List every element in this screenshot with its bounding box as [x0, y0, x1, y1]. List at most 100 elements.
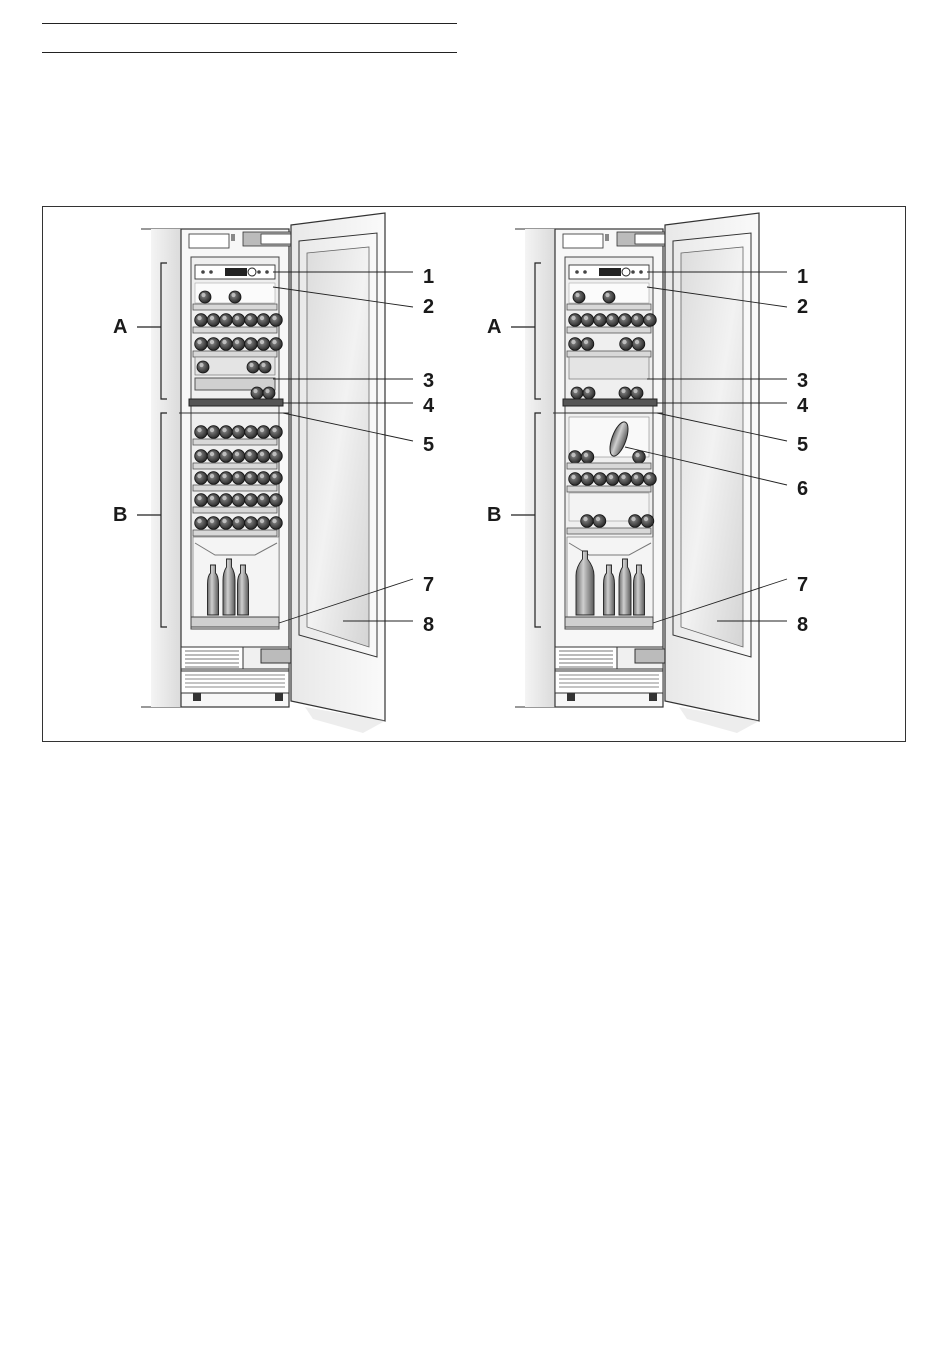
bottle-highlight: [573, 389, 577, 393]
callout-4: 4: [423, 395, 435, 417]
bottle-end: [232, 338, 245, 351]
foot: [193, 693, 201, 701]
bottle-end: [619, 473, 632, 486]
bottle-highlight: [210, 452, 214, 456]
bottle-end: [245, 472, 258, 485]
callout-8: 8: [423, 614, 434, 636]
bottle-end: [593, 515, 606, 528]
bottle-end: [619, 387, 631, 399]
foot: [275, 693, 283, 701]
zone-label-b: B: [113, 504, 127, 526]
bottle-highlight: [260, 496, 264, 500]
bottle-highlight: [235, 428, 239, 432]
bottle-end: [245, 494, 258, 507]
bottle-end: [232, 494, 245, 507]
bottle-end: [581, 451, 594, 464]
bottle-end: [207, 494, 220, 507]
bottle-highlight: [631, 517, 635, 521]
bottle-highlight: [197, 474, 201, 478]
bottle-highlight: [571, 453, 575, 457]
indicator: [231, 234, 235, 241]
bottle-highlight: [197, 428, 201, 432]
bottle-highlight: [646, 316, 650, 320]
bottle-end: [619, 314, 632, 327]
bottle-highlight: [260, 340, 264, 344]
bottle-end: [581, 515, 594, 528]
bottle-highlight: [260, 428, 264, 432]
bottle-highlight: [646, 475, 650, 479]
bottle-end: [251, 387, 263, 399]
bottle-highlight: [272, 340, 276, 344]
bottle-highlight: [622, 340, 626, 344]
bottle-highlight: [222, 519, 226, 523]
bottle-highlight: [272, 452, 276, 456]
bottle-highlight: [222, 452, 226, 456]
callout-1: 1: [797, 266, 808, 288]
bottle-end: [569, 473, 582, 486]
button-dot: [201, 270, 205, 274]
bottle-end: [620, 338, 633, 351]
bottle-highlight: [635, 453, 639, 457]
callout-7: 7: [797, 574, 808, 596]
bottle-highlight: [596, 316, 600, 320]
bottle-end: [270, 426, 283, 439]
zone-label-b: B: [487, 504, 501, 526]
bottle-highlight: [253, 389, 257, 393]
bottle-highlight: [235, 316, 239, 320]
bottle-end: [633, 451, 646, 464]
bottle-highlight: [222, 428, 226, 432]
bottle-end: [270, 450, 283, 463]
bottle-highlight: [247, 452, 251, 456]
bottle-end: [569, 451, 582, 464]
bottle-end: [220, 426, 233, 439]
bottle-end: [644, 473, 657, 486]
bottle-highlight: [596, 517, 600, 521]
bottle-highlight: [272, 519, 276, 523]
bottle-highlight: [210, 316, 214, 320]
bottle-highlight: [210, 340, 214, 344]
bottle-highlight: [621, 475, 625, 479]
bottle-highlight: [231, 293, 235, 297]
bottle-highlight: [272, 428, 276, 432]
button-dot: [639, 270, 643, 274]
bottle-highlight: [260, 316, 264, 320]
bottle-end: [581, 473, 594, 486]
bottle-end: [220, 517, 233, 530]
bottle-highlight: [260, 474, 264, 478]
shelf: [567, 528, 651, 534]
callout-4: 4: [797, 395, 809, 417]
bottle-end: [583, 387, 595, 399]
bottle-highlight: [605, 293, 609, 297]
bottle-highlight: [260, 452, 264, 456]
bottle-end: [257, 450, 270, 463]
top-rule: [42, 23, 457, 24]
bottle-end: [232, 314, 245, 327]
bottle-highlight: [197, 496, 201, 500]
bottle-highlight: [210, 474, 214, 478]
display: [225, 268, 247, 276]
bottle-highlight: [247, 428, 251, 432]
zone-divider: [563, 399, 657, 406]
door-glass: [307, 247, 369, 647]
bottle-highlight: [583, 517, 587, 521]
bottle-highlight: [247, 519, 251, 523]
bottle-end: [220, 494, 233, 507]
bottle-highlight: [635, 340, 639, 344]
cabinet-side: [151, 229, 183, 707]
bottle-highlight: [634, 475, 638, 479]
bottle-highlight: [633, 389, 637, 393]
second-rule: [42, 52, 457, 53]
bottle-highlight: [261, 363, 265, 367]
bottle-highlight: [265, 389, 269, 393]
indicator: [605, 234, 609, 241]
bottle-end: [641, 515, 654, 528]
shelf: [193, 485, 277, 491]
bottle-end: [270, 338, 283, 351]
button-dot: [583, 270, 587, 274]
bottle-highlight: [247, 496, 251, 500]
bottle-end: [245, 517, 258, 530]
bottle-highlight: [210, 519, 214, 523]
button-dot: [257, 270, 261, 274]
bottle-highlight: [222, 496, 226, 500]
shelf: [567, 463, 651, 469]
